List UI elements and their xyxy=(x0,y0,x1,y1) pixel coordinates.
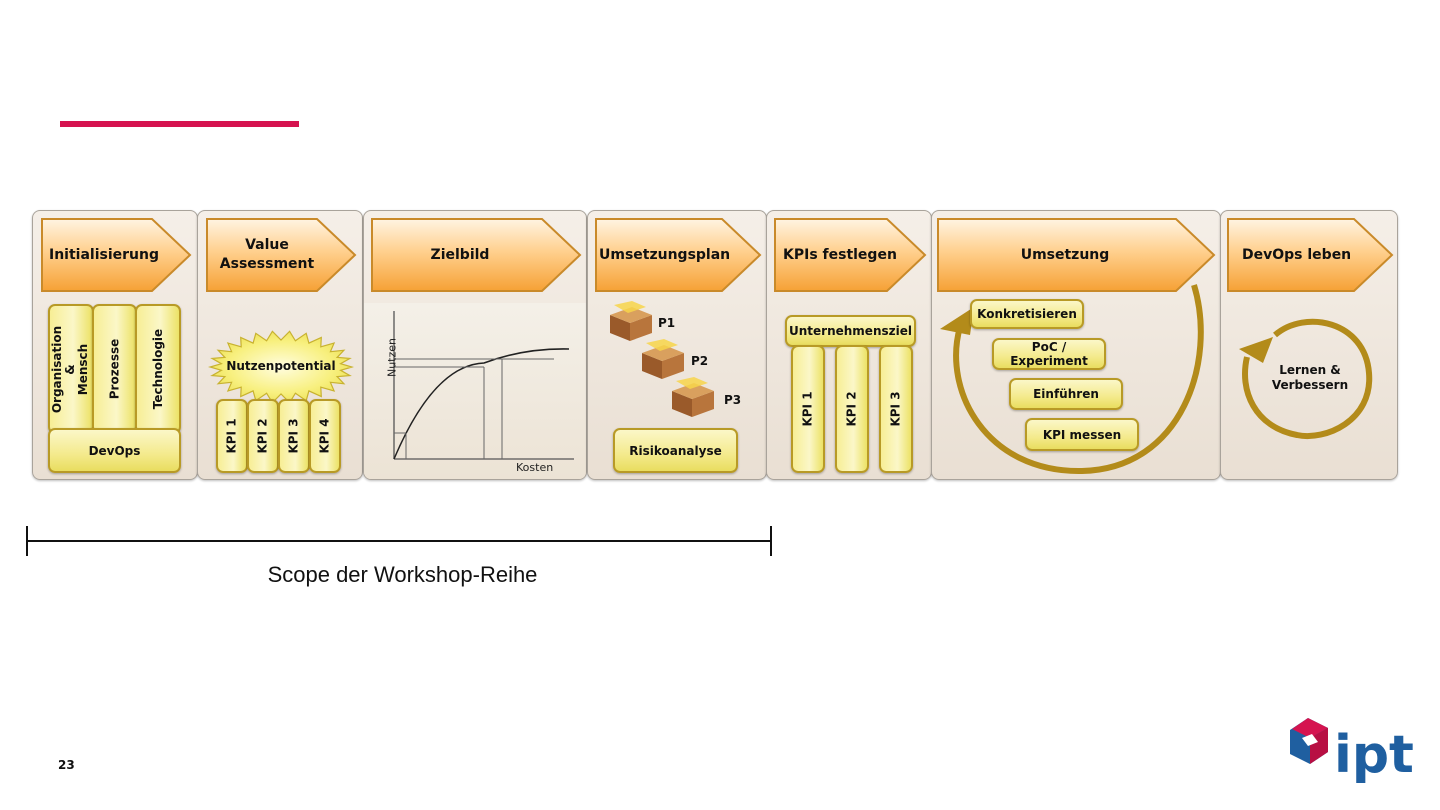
stage-title-line2: Assessment xyxy=(219,256,315,272)
package-label: P1 xyxy=(658,316,676,330)
stage-zielbild: Zielbild Nutzen Kosten xyxy=(363,210,587,480)
package-label: P2 xyxy=(691,354,709,368)
cost-benefit-curve xyxy=(393,311,574,460)
devops-base-box: DevOps xyxy=(48,428,181,473)
ipt-logo: ipt xyxy=(1288,712,1420,796)
kpi-column: KPI 2 xyxy=(247,399,279,473)
cycle-label-line1: Lernen & xyxy=(1279,363,1341,377)
kpi-label: KPI 3 xyxy=(889,391,903,427)
y-axis-label: Nutzen xyxy=(385,337,399,378)
scope-bracket xyxy=(27,540,772,542)
logo-text: ipt xyxy=(1334,725,1414,785)
kpi-label: KPI 2 xyxy=(256,418,270,454)
stage-arrow: DevOps leben xyxy=(1226,217,1394,293)
stage-title: Umsetzungsplan xyxy=(599,246,731,263)
step-konkretisieren: Konkretisieren xyxy=(970,299,1084,329)
chart-area xyxy=(364,303,586,479)
kpi-column: KPI 3 xyxy=(879,345,913,473)
kpi-column: KPI 1 xyxy=(791,345,825,473)
stage-title: Value Assessment xyxy=(219,217,315,293)
stage-arrow: Value Assessment xyxy=(205,217,357,293)
step-kpi-messen: KPI messen xyxy=(1025,418,1139,451)
kpi-column: KPI 1 xyxy=(216,399,248,473)
column-label-line1: Organisation & xyxy=(50,325,78,413)
cycle-arrow-icon xyxy=(1239,318,1373,439)
page-number: 23 xyxy=(58,758,75,772)
package-icon xyxy=(642,339,684,379)
column-label: Technologie xyxy=(151,328,165,410)
stage-arrow: KPIs festlegen xyxy=(773,217,927,293)
column-organisation-mensch: Organisation &Mensch xyxy=(48,304,94,434)
burst-label: Nutzenpotential xyxy=(226,359,336,373)
kpi-label: KPI 4 xyxy=(318,418,332,454)
stage-arrow: Umsetzung xyxy=(936,217,1216,293)
stage-arrow: Zielbild xyxy=(370,217,582,293)
column-technologie: Technologie xyxy=(135,304,181,434)
stage-umsetzung: Umsetzung Konkretisieren PoC / Experimen… xyxy=(931,210,1221,480)
stage-kpis-festlegen: KPIs festlegen Unternehmensziel KPI 1 KP… xyxy=(766,210,932,480)
stage-title: Initialisierung xyxy=(49,246,159,263)
risikoanalyse-box: Risikoanalyse xyxy=(613,428,738,473)
stage-title-line1: Value xyxy=(245,237,289,253)
title-accent-line xyxy=(60,121,299,127)
column-prozesse: Prozesse xyxy=(92,304,137,434)
stage-arrow: Initialisierung xyxy=(40,217,192,293)
cycle-arrow-icon xyxy=(940,284,1204,475)
stage-title: Zielbild xyxy=(430,246,490,263)
kpi-label: KPI 1 xyxy=(225,418,239,454)
stage-initialisierung: Initialisierung Organisation &Mensch Pro… xyxy=(32,210,198,480)
kpi-label: KPI 2 xyxy=(845,391,859,427)
stage-title: DevOps leben xyxy=(1242,246,1352,263)
stage-arrow: Umsetzungsplan xyxy=(594,217,762,293)
package-icon xyxy=(672,377,714,417)
unternehmensziel-box: Unternehmensziel xyxy=(785,315,916,347)
kpi-column: KPI 3 xyxy=(278,399,310,473)
package-label: P3 xyxy=(724,393,742,407)
stage-devops-leben: DevOps leben Lernen & Verbessern xyxy=(1220,210,1398,480)
stage-title: KPIs festlegen xyxy=(783,246,897,263)
cycle-label: Lernen & Verbessern xyxy=(1245,363,1375,393)
step-einfuehren: Einführen xyxy=(1009,378,1123,410)
nutzenpotential-burst xyxy=(208,330,354,404)
kpi-label: KPI 1 xyxy=(801,391,815,427)
kpi-column: KPI 2 xyxy=(835,345,869,473)
stage-value-assessment: Value Assessment Nutzenpotential KPI 1 K… xyxy=(197,210,363,480)
kpi-column: KPI 4 xyxy=(309,399,341,473)
x-axis-label: Kosten xyxy=(516,461,554,474)
stage-umsetzungsplan: Umsetzungsplan P1 P2 P3 Risikoanalyse xyxy=(587,210,767,480)
stage-title: Umsetzung xyxy=(1020,246,1110,263)
scope-label: Scope der Workshop-Reihe xyxy=(267,562,538,587)
kpi-label: KPI 3 xyxy=(287,418,301,454)
column-label: Prozesse xyxy=(107,338,122,400)
package-icon xyxy=(610,301,652,341)
column-label-line2: Mensch xyxy=(76,343,91,395)
step-label-line1: PoC / xyxy=(1031,340,1067,354)
step-poc-experiment: PoC / Experiment xyxy=(992,338,1106,370)
step-label-line2: Experiment xyxy=(1010,354,1088,368)
scope-tick-right xyxy=(770,526,772,556)
cycle-label-line2: Verbessern xyxy=(1271,378,1349,392)
